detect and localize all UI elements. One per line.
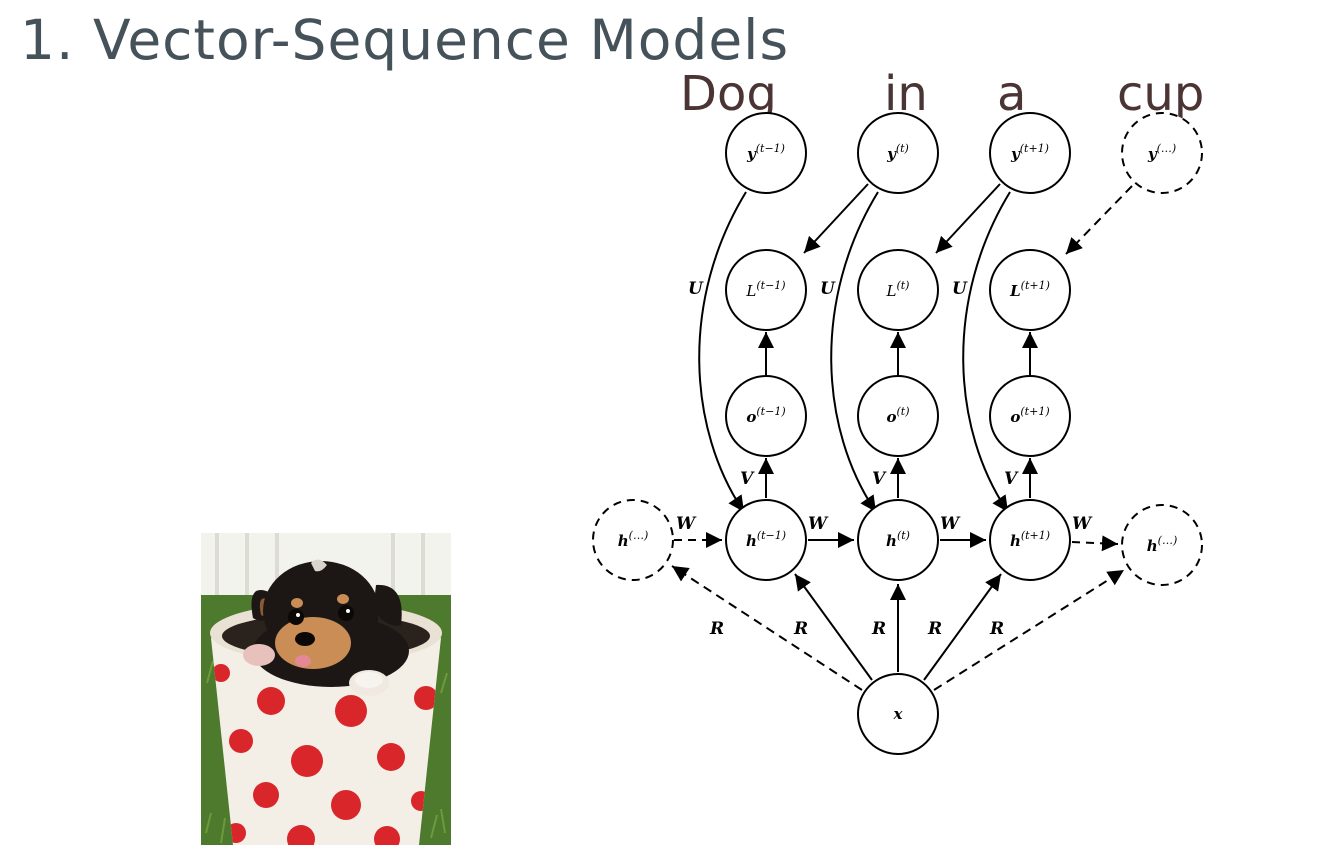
label-h-prev: h(t−1) (746, 529, 786, 550)
label-y-dots: y(…) (1147, 142, 1176, 163)
caption-word-a: a (997, 66, 1027, 122)
label-L-prev: L(t−1) (745, 279, 785, 300)
node-x (857, 673, 939, 755)
slide-title: 1. Vector-Sequence Models (20, 8, 790, 72)
node-h-dots-right (1121, 504, 1203, 586)
edge-label-R-3: R (871, 619, 886, 639)
node-L-cur (857, 249, 939, 331)
node-o-cur (857, 375, 939, 457)
edge-y-cur-to-L-prev (803, 183, 869, 254)
node-h-dots-left (592, 499, 674, 581)
node-y-next (989, 112, 1071, 194)
node-y-prev (725, 112, 807, 194)
node-L-next (989, 249, 1071, 331)
node-h-prev (725, 499, 807, 581)
edge-x-to-h-next (923, 573, 1002, 681)
node-o-prev (725, 375, 807, 457)
edge-y-dots-to-L-next (1065, 185, 1133, 255)
label-h-cur: h(t) (886, 529, 910, 550)
edge-label-W-3: W (940, 514, 961, 534)
edge-y-cur-to-h-cur (830, 191, 879, 513)
label-y-prev: y(t−1) (746, 142, 785, 163)
edge-y-next-to-L-cur (935, 183, 1001, 254)
edge-label-R-4: R (927, 619, 942, 639)
label-h-dots-left: h(…) (618, 529, 649, 550)
node-h-cur (857, 499, 939, 581)
label-L-next: L(t+1) (1009, 279, 1050, 300)
edge-label-V-1: V (740, 469, 755, 489)
label-h-dots-right: h(…) (1147, 534, 1178, 555)
edge-y-prev-to-h-prev (698, 191, 747, 513)
node-o-next (989, 375, 1071, 457)
edge-label-U-3: U (952, 279, 968, 299)
edge-x-to-h-prev (794, 573, 873, 681)
edge-h-next-to-h-dots-right (1071, 535, 1119, 552)
label-y-cur: y(t) (886, 142, 909, 163)
edge-x-to-h-dots-left (671, 565, 863, 691)
edge-label-R-1: R (709, 619, 724, 639)
node-h-next (989, 499, 1071, 581)
label-h-next: h(t+1) (1010, 529, 1050, 550)
node-L-prev (725, 249, 807, 331)
label-y-next: y(t+1) (1010, 142, 1049, 163)
label-o-prev: o(t−1) (746, 405, 785, 426)
edge-label-W-4: W (1072, 514, 1093, 534)
edge-label-W-2: W (808, 514, 829, 534)
node-y-cur (857, 112, 939, 194)
edge-label-W-1: W (676, 514, 697, 534)
label-L-cur: L(t) (886, 279, 910, 300)
label-x: x (893, 705, 904, 723)
edge-x-to-h-dots-right (933, 569, 1125, 691)
node-y-dots (1121, 112, 1203, 194)
edge-label-U-1: U (688, 279, 704, 299)
puppy-in-cup-photo (201, 533, 451, 845)
edge-label-R-2: R (793, 619, 808, 639)
edge-label-U-2: U (820, 279, 836, 299)
rnn-vector-sequence-diagram: y(t−1) y(t) y(t+1) y(…) L(t−1) L(t) L(t+… (592, 112, 1203, 755)
edge-y-next-to-h-next (962, 191, 1011, 513)
label-o-cur: o(t) (886, 405, 909, 426)
edge-label-R-5: R (989, 619, 1004, 639)
edge-label-V-2: V (872, 469, 887, 489)
label-o-next: o(t+1) (1010, 405, 1049, 426)
edge-label-V-3: V (1004, 469, 1019, 489)
